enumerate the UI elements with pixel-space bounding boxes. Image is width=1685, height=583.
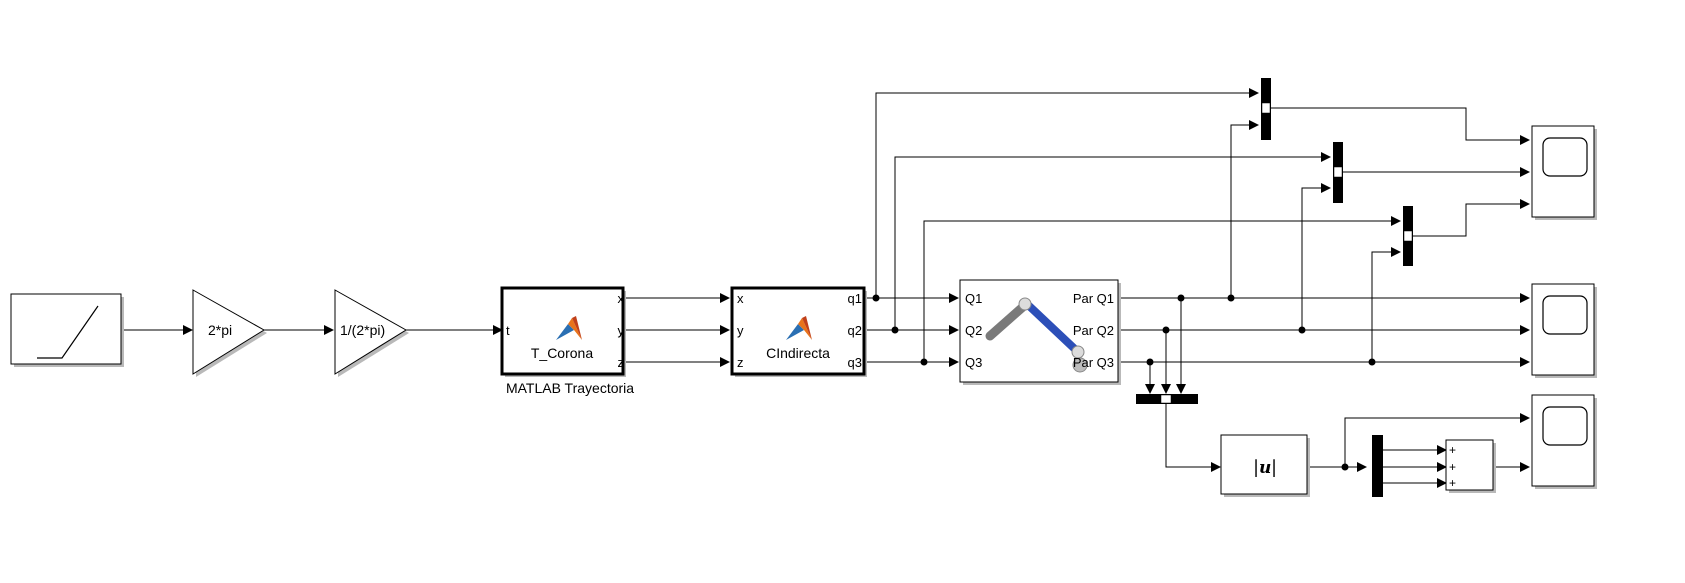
sum-sign: + [1449,460,1456,474]
wire-parq3-branch[interactable] [1371,247,1401,362]
block-title: T_Corona [531,345,593,361]
ramp-block[interactable] [10,293,124,367]
matlab-function-trayectoria[interactable]: t x y z T_Corona MATLAB Trayectoria [500,286,634,396]
robot-arm-icon [985,297,1088,373]
branch-point [1162,326,1170,334]
branch-point [1368,358,1376,366]
wire-mux3-scope1[interactable] [1413,199,1530,237]
demux-block[interactable] [1372,435,1383,497]
port-parq1: Par Q1 [1073,291,1114,306]
port-y: y [618,323,625,338]
abs-block[interactable]: | u | [1220,434,1310,497]
branch-point [1146,358,1154,366]
branch-point [1298,326,1306,334]
branch-point [891,326,899,334]
branch-point [920,358,928,366]
branch-point [1177,294,1185,302]
abs-bar-right: | [1271,457,1277,478]
matlab-logo-icon [786,316,812,340]
abs-bar-left: | [1253,457,1259,478]
port-y: y [737,323,744,338]
abs-u: u [1259,458,1271,478]
port-Q1: Q1 [965,291,982,306]
wire-q1-branch[interactable] [875,88,1259,298]
port-q1: q1 [848,291,862,306]
mux-block-q3[interactable] [1403,206,1413,266]
wire-abs-scope3[interactable] [1344,413,1530,467]
scope-screen-icon [1542,406,1588,446]
ramp-icon [37,305,99,359]
wire-q3-branch[interactable] [923,216,1401,362]
port-Q3: Q3 [965,355,982,370]
port-x: x [618,291,625,306]
port-t: t [506,323,510,338]
matlab-logo-icon [556,316,582,340]
mux-block-torques[interactable] [1136,394,1198,404]
scope-block-2[interactable] [1531,283,1597,378]
wire-mux4-abs[interactable] [1165,404,1221,472]
scope-block-3[interactable] [1531,394,1597,489]
gain-label: 2*pi [208,322,232,338]
branch-point [1341,463,1349,471]
port-q2: q2 [848,323,862,338]
sum-sign: + [1449,443,1456,457]
port-q3: q3 [848,355,862,370]
port-parq2: Par Q2 [1073,323,1114,338]
branch-point [872,294,880,302]
gain-label: 1/(2*pi) [340,322,385,338]
sum-block[interactable]: + + + [1445,439,1496,493]
block-title: CIndirecta [766,345,830,361]
gain-block-inv2pi[interactable]: 1/(2*pi) [334,289,409,377]
wire-q2-branch[interactable] [894,152,1331,330]
signal-lines [122,88,1530,488]
wire-parq1-branch[interactable] [1230,120,1259,298]
scope-screen-icon [1542,137,1588,177]
wire-parq2-branch[interactable] [1301,183,1331,330]
port-Q2: Q2 [965,323,982,338]
matlab-function-cindirecta[interactable]: x y z q1 q2 q3 CIndirecta [730,286,867,377]
branch-points [872,294,1376,471]
wire-mux1-scope1[interactable] [1271,107,1530,145]
mux-block-q2[interactable] [1333,142,1343,203]
block-caption: MATLAB Trayectoria [506,380,634,396]
port-parq3: Par Q3 [1073,355,1114,370]
scope-block-1[interactable] [1531,125,1597,220]
mux-block-q1[interactable] [1261,78,1271,140]
port-z: z [618,355,625,370]
robot-subsystem-block[interactable]: Q1 Q2 Q3 Par Q1 Par Q2 Par Q3 [959,279,1121,385]
scope-screen-icon [1542,295,1588,335]
branch-point [1227,294,1235,302]
port-x: x [737,291,744,306]
sum-sign: + [1449,476,1456,490]
gain-block-2pi[interactable]: 2*pi [192,289,267,377]
port-z: z [737,355,744,370]
